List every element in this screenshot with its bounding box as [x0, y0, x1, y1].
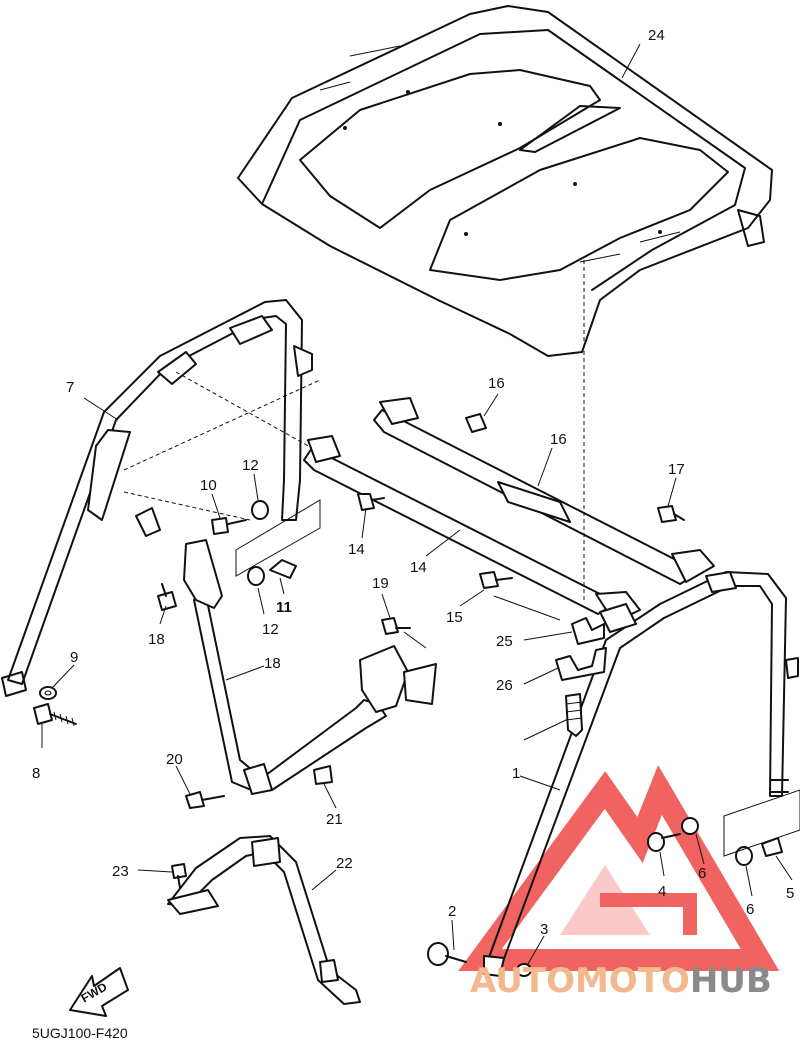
- bolt-8: [33, 703, 77, 727]
- bolt-22: [171, 863, 187, 889]
- bolt-14-lower: [479, 571, 513, 589]
- callout-16-lower: 17: [668, 461, 685, 478]
- collar-12-lower: [247, 566, 265, 586]
- callout-21: 22: [336, 855, 353, 872]
- leader-lines: [41, 43, 793, 965]
- callout-numbers: 24 7 16 16 12 17 10 14 14 19 11 15 12 18…: [32, 27, 794, 938]
- bolt-5: [761, 837, 783, 857]
- callout-1: 1: [512, 765, 520, 782]
- callout-5: 5: [786, 885, 794, 902]
- diagram-code: 5UGJ100-F420: [32, 1025, 128, 1041]
- callout-22: 23: [112, 863, 129, 880]
- callout-12-lower: 12: [262, 621, 279, 638]
- callout-11: 11: [276, 599, 292, 616]
- callout-25: 25: [496, 633, 513, 650]
- bolt-4: [647, 832, 681, 852]
- front-bar-lower: [167, 835, 361, 1005]
- callout-4: 4: [658, 883, 666, 900]
- callout-20: 21: [326, 811, 343, 828]
- svg-text:AUTOMOTOHUB: AUTOMOTOHUB: [470, 961, 772, 1001]
- watermark-logo-icon: [458, 765, 780, 971]
- roof-panel: [237, 5, 773, 357]
- watermark-text: AUTOMOTOHUB: [470, 961, 772, 1001]
- callout-19: 20: [166, 751, 183, 768]
- washer-9: [39, 686, 57, 700]
- callout-9: 9: [70, 649, 78, 666]
- callout-24: 26: [496, 677, 513, 694]
- bolt-18-left: [157, 583, 177, 611]
- collar-6-lower: [735, 846, 753, 866]
- rops-bar-left: [1, 299, 313, 697]
- bolt-20: [313, 765, 333, 785]
- collar-6-upper: [681, 817, 699, 835]
- callout-2: 2: [448, 903, 456, 920]
- washer-3: [516, 963, 532, 977]
- callout-14-upper: 14: [348, 541, 365, 558]
- callout-10: 10: [200, 477, 217, 494]
- bolt-19: [185, 791, 225, 809]
- screw-26: [565, 693, 583, 737]
- bolt-10: [211, 517, 247, 535]
- callout-8: 8: [32, 765, 40, 782]
- bolt-16-lower: [657, 505, 685, 523]
- callout-15: 16: [550, 431, 567, 448]
- clamp-24: [555, 647, 607, 681]
- crossbar-rear: [373, 397, 715, 585]
- callout-23: 24: [648, 27, 665, 44]
- callout-18-left: 18: [148, 631, 165, 648]
- bolt-14-upper: [357, 493, 385, 511]
- bolt-11: [269, 559, 297, 579]
- callout-16-upper: 16: [488, 375, 505, 392]
- callout-18-right: 19: [372, 575, 389, 592]
- bolt-18-right: [381, 617, 411, 635]
- bolt-2: [427, 942, 467, 966]
- bolt-16-upper: [465, 413, 487, 433]
- watermark-prefix: AUTOMOTO: [470, 961, 690, 1001]
- callout-3: 3: [540, 921, 548, 938]
- callout-13: 14: [410, 559, 427, 576]
- callout-12-upper: 12: [242, 457, 259, 474]
- clamp-25: [571, 617, 605, 645]
- front-pillar-left: [135, 507, 437, 795]
- assembly-guide-lines: [123, 260, 800, 857]
- crossbar-upper: [303, 435, 641, 623]
- callout-14-lower: 15: [446, 609, 463, 626]
- callout-6-lower: 6: [746, 901, 754, 918]
- fwd-arrow-icon: FWD: [69, 967, 129, 1017]
- watermark-suffix: HUB: [690, 961, 772, 1001]
- callout-6-upper: 6: [698, 865, 706, 882]
- callout-17: 18: [264, 655, 281, 672]
- rops-bar-right: [483, 571, 799, 977]
- collar-12-upper: [251, 500, 269, 520]
- callout-7: 7: [66, 379, 74, 396]
